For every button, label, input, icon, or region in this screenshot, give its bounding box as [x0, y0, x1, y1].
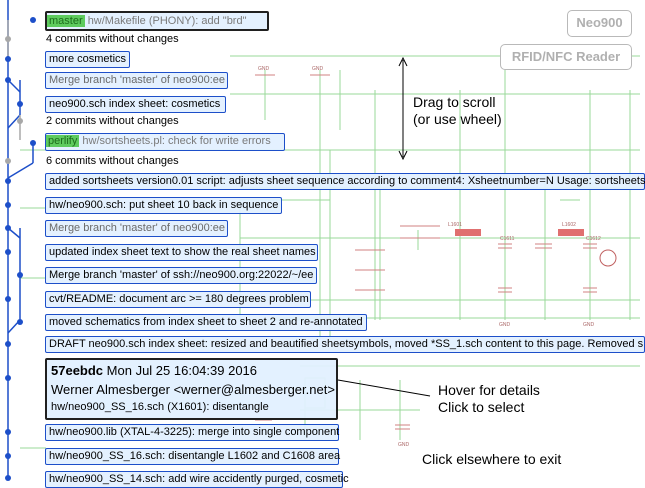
commit-item[interactable]: hw/neo900_SS_16.sch: disentangle L1602 a…	[45, 448, 340, 465]
commit-item[interactable]: Merge branch 'master' of neo900:ee	[45, 72, 228, 89]
commit-item[interactable]: neo900.sch index sheet: cosmetics	[45, 96, 226, 113]
drag-hint: Drag to scroll (or use wheel)	[413, 94, 502, 128]
commit-item[interactable]: DRAFT neo900.sch index sheet: resized an…	[45, 336, 645, 353]
skipped-commits: 6 commits without changes	[46, 155, 179, 167]
skipped-commits: 2 commits without changes	[46, 115, 179, 127]
commit-item[interactable]: more cosmetics	[45, 51, 130, 68]
commit-item[interactable]: perlify hw/sortsheets.pl: check for writ…	[45, 133, 285, 151]
sheet-title: Neo900	[567, 10, 632, 37]
commit-item[interactable]: cvt/README: document arc >= 180 degrees …	[45, 291, 311, 308]
svg-text:GND: GND	[312, 66, 324, 72]
commit-item[interactable]: Merge branch 'master' of neo900:ee	[45, 220, 228, 237]
commit-graph	[5, 0, 36, 481]
svg-text:L1602: L1602	[562, 222, 576, 228]
skipped-commits: 4 commits without changes	[46, 33, 179, 45]
commit-item[interactable]: updated index sheet text to show the rea…	[45, 244, 318, 261]
commit-author: Werner Almesberger <werner@almesberger.n…	[51, 382, 335, 397]
branch-label: master	[47, 15, 85, 27]
commit-item[interactable]: Merge branch 'master' of ssh://neo900.or…	[45, 267, 317, 284]
svg-text:C1611: C1611	[500, 236, 515, 242]
commit-hash: 57eebdc	[51, 363, 104, 378]
commit-message: hw/sortsheets.pl: check for write errors	[82, 135, 271, 147]
svg-text:C1612: C1612	[586, 236, 601, 242]
commit-message: hw/Makefile (PHONY): add "brd"	[87, 15, 247, 27]
drag-hint-line2: (or use wheel)	[413, 111, 502, 127]
drag-hint-line1: Drag to scroll	[413, 94, 496, 110]
svg-text:GND: GND	[583, 322, 595, 328]
svg-text:GND: GND	[398, 442, 410, 448]
commit-detail-message: hw/neo900_SS_16.sch (X1601): disentangle	[51, 401, 269, 413]
commit-item[interactable]: hw/neo900.sch: put sheet 10 back in sequ…	[45, 197, 282, 214]
hover-hint-line1: Hover for details	[438, 382, 540, 398]
sheet-subtitle: RFID/NFC Reader	[500, 44, 632, 70]
commit-item[interactable]: hw/neo900_SS_14.sch: add wire accidently…	[45, 471, 349, 488]
commit-item[interactable]: master hw/Makefile (PHONY): add "brd"	[45, 11, 269, 31]
commit-detail-popup[interactable]: 57eebdc Mon Jul 25 16:04:39 2016 Werner …	[45, 358, 338, 420]
exit-hint: Click elsewhere to exit	[422, 451, 562, 467]
svg-text:GND: GND	[258, 66, 270, 72]
commit-item[interactable]: hw/neo900.lib (XTAL-4-3225): merge into …	[45, 424, 339, 441]
commit-date: Mon Jul 25 16:04:39 2016	[106, 363, 258, 378]
svg-text:GND: GND	[499, 322, 511, 328]
commit-item[interactable]: moved schematics from index sheet to she…	[45, 314, 367, 331]
commit-header: 57eebdc Mon Jul 25 16:04:39 2016	[51, 362, 332, 380]
commit-item[interactable]: added sortsheets version0.01 script: adj…	[45, 173, 645, 190]
branch-label: perlify	[46, 135, 80, 147]
hover-hint-line2: Click to select	[438, 399, 525, 415]
hover-hint: Hover for details Click to select	[438, 382, 540, 416]
svg-text:L1601: L1601	[448, 222, 462, 228]
